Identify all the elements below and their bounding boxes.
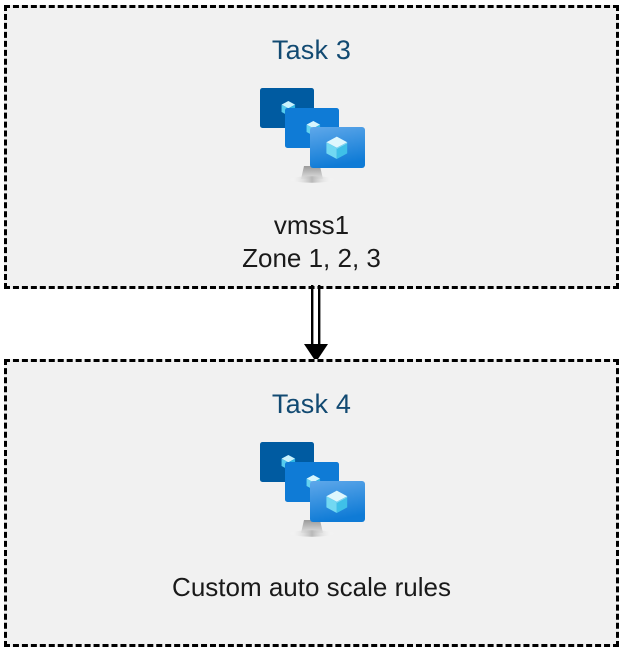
- task-box-task3[interactable]: Task 3: [4, 5, 619, 289]
- vmss-icon: [252, 80, 372, 195]
- task-box-content: Task 3: [7, 8, 616, 286]
- task-box-task4[interactable]: Task 4: [4, 359, 619, 647]
- task3-heading: Task 3: [271, 35, 352, 65]
- connector-arrow: [296, 285, 336, 363]
- task4-heading: Task 4: [271, 389, 352, 419]
- task-box-content: Task 4: [7, 362, 616, 644]
- task3-caption-block: vmss1 Zone 1, 2, 3: [242, 209, 381, 276]
- task3-caption-line-2: Zone 1, 2, 3: [242, 242, 381, 273]
- task3-caption-line-1: vmss1: [273, 209, 350, 240]
- vmss-icon: [252, 434, 372, 549]
- task4-caption-block: Custom auto scale rules: [172, 571, 451, 604]
- task4-caption-line-1: Custom auto scale rules: [172, 571, 451, 602]
